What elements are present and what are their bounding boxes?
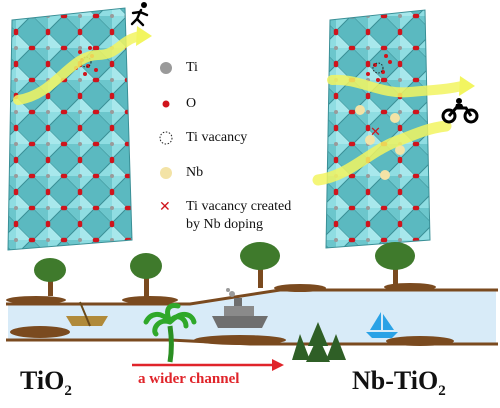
- legend-created-vacancy-label-2: by Nb doping: [186, 217, 263, 232]
- runner-icon: [130, 2, 149, 27]
- legend-ti-label: Ti: [186, 60, 198, 75]
- channel-arrow: [132, 359, 284, 371]
- tree-icon: [34, 242, 415, 298]
- legend-nb-label: Nb: [186, 165, 204, 180]
- diffusion-path-right-upper: [327, 74, 467, 98]
- diffusion-path-right-lower: [312, 120, 452, 186]
- motorcycle-icon: [441, 98, 479, 124]
- legend-ti-swatch: [160, 62, 172, 74]
- ti-vacancy-cluster-right: [366, 54, 392, 82]
- diffusion-path-left: [13, 31, 145, 105]
- ship-icon: [212, 288, 268, 328]
- legend-vacancy-label: Ti vacancy: [186, 130, 248, 145]
- nb-tio2-label: Nb-TiO2: [352, 366, 446, 400]
- legend: ✕: [159, 62, 173, 215]
- legend-vacancy-swatch: [159, 131, 173, 145]
- legend-created-vacancy-label-1: Ti vacancy created: [186, 199, 292, 214]
- tio2-lattice: [7, 7, 152, 251]
- nb-atoms: [355, 105, 405, 180]
- tio2-label: TiO2: [20, 366, 72, 400]
- channel-label: a wider channel: [138, 371, 240, 387]
- legend-o-swatch: [162, 100, 170, 108]
- legend-nb-swatch: [160, 167, 172, 179]
- river-top-bank: [6, 288, 498, 306]
- nb-tio2-lattice: ✕: [312, 9, 475, 249]
- nb-vacancy-cross-right: ✕: [370, 125, 381, 140]
- legend-o-label: O: [186, 96, 197, 111]
- sailboat-icon: [366, 312, 398, 338]
- ti-vacancy-cluster-left: [74, 46, 98, 76]
- palm-tree-icon: [143, 303, 197, 363]
- pine-trees-icon: [292, 322, 346, 362]
- legend-cross-swatch: ✕: [159, 199, 171, 215]
- canoe-icon: [66, 301, 108, 327]
